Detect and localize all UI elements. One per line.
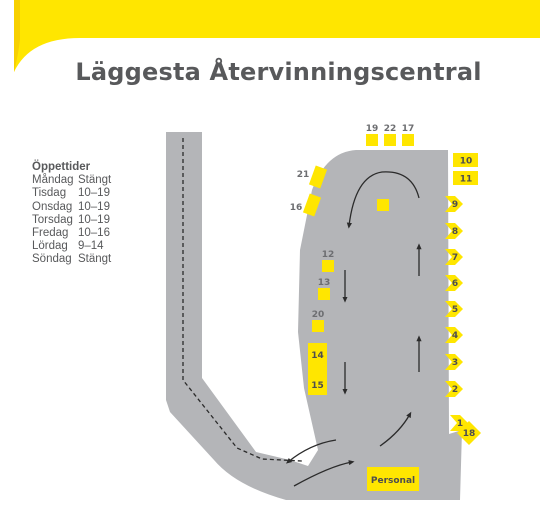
station-16-label: 16 bbox=[290, 203, 303, 213]
arrow-curve-up-right bbox=[379, 411, 412, 447]
station-21-label: 21 bbox=[297, 170, 310, 180]
station-2: 2 bbox=[445, 381, 463, 397]
station-5-label: 5 bbox=[452, 305, 458, 315]
station-15-label: 15 bbox=[311, 381, 324, 391]
station-10-label: 10 bbox=[460, 157, 473, 167]
station-3: 3 bbox=[445, 354, 463, 370]
station-6: 6 bbox=[445, 275, 463, 291]
station-4: 4 bbox=[445, 327, 463, 343]
station-11-container bbox=[453, 171, 478, 185]
station-3-label: 3 bbox=[452, 358, 458, 368]
station-7-label: 7 bbox=[452, 253, 458, 263]
entry-route-line bbox=[182, 138, 303, 462]
station-13-label: 13 bbox=[318, 278, 331, 288]
arrow-exit-left bbox=[285, 439, 337, 464]
station-7: 7 bbox=[445, 249, 463, 265]
page-title: Läggesta Återvinningscentral bbox=[75, 58, 482, 86]
station-19-container bbox=[366, 134, 378, 146]
arrow-curve-right bbox=[293, 460, 355, 487]
station-10-container bbox=[453, 153, 478, 167]
station-6-label: 6 bbox=[452, 279, 458, 289]
station-8-label: 8 bbox=[452, 227, 458, 237]
personal-label: Personal bbox=[371, 476, 415, 486]
station-5: 5 bbox=[445, 301, 463, 317]
station-22-container bbox=[384, 134, 396, 146]
station-14-15-container bbox=[308, 343, 327, 395]
station-18: 18 bbox=[457, 421, 481, 445]
station-20-container bbox=[312, 320, 324, 332]
station-8: 8 bbox=[445, 223, 463, 239]
station-19-label: 19 bbox=[366, 124, 379, 134]
station-12-container bbox=[322, 260, 334, 272]
personal-building bbox=[367, 467, 419, 491]
station-21-container bbox=[308, 165, 328, 189]
station-9-label: 9 bbox=[452, 200, 458, 210]
station-17-container bbox=[402, 134, 414, 146]
station-22-label: 22 bbox=[384, 124, 397, 134]
central-container bbox=[377, 199, 389, 211]
station-14-label: 14 bbox=[311, 351, 324, 361]
station-18-label: 18 bbox=[463, 429, 476, 439]
station-12-label: 12 bbox=[322, 250, 335, 260]
station-20-label: 20 bbox=[312, 310, 325, 320]
station-9: 9 bbox=[445, 196, 463, 212]
opening-hours-heading: Öppettider bbox=[32, 161, 91, 173]
arrow-loop-top bbox=[346, 171, 420, 229]
station-13-container bbox=[318, 288, 330, 300]
station-2-label: 2 bbox=[452, 385, 458, 395]
station-11-label: 11 bbox=[460, 175, 473, 185]
site-area bbox=[166, 132, 462, 500]
station-17-label: 17 bbox=[402, 124, 415, 134]
station-1-label: 1 bbox=[457, 419, 463, 429]
station-16-container bbox=[302, 193, 322, 217]
traffic-arrows bbox=[285, 171, 422, 487]
yellow-header-banner bbox=[14, 0, 540, 72]
station-4-label: 4 bbox=[452, 331, 458, 341]
